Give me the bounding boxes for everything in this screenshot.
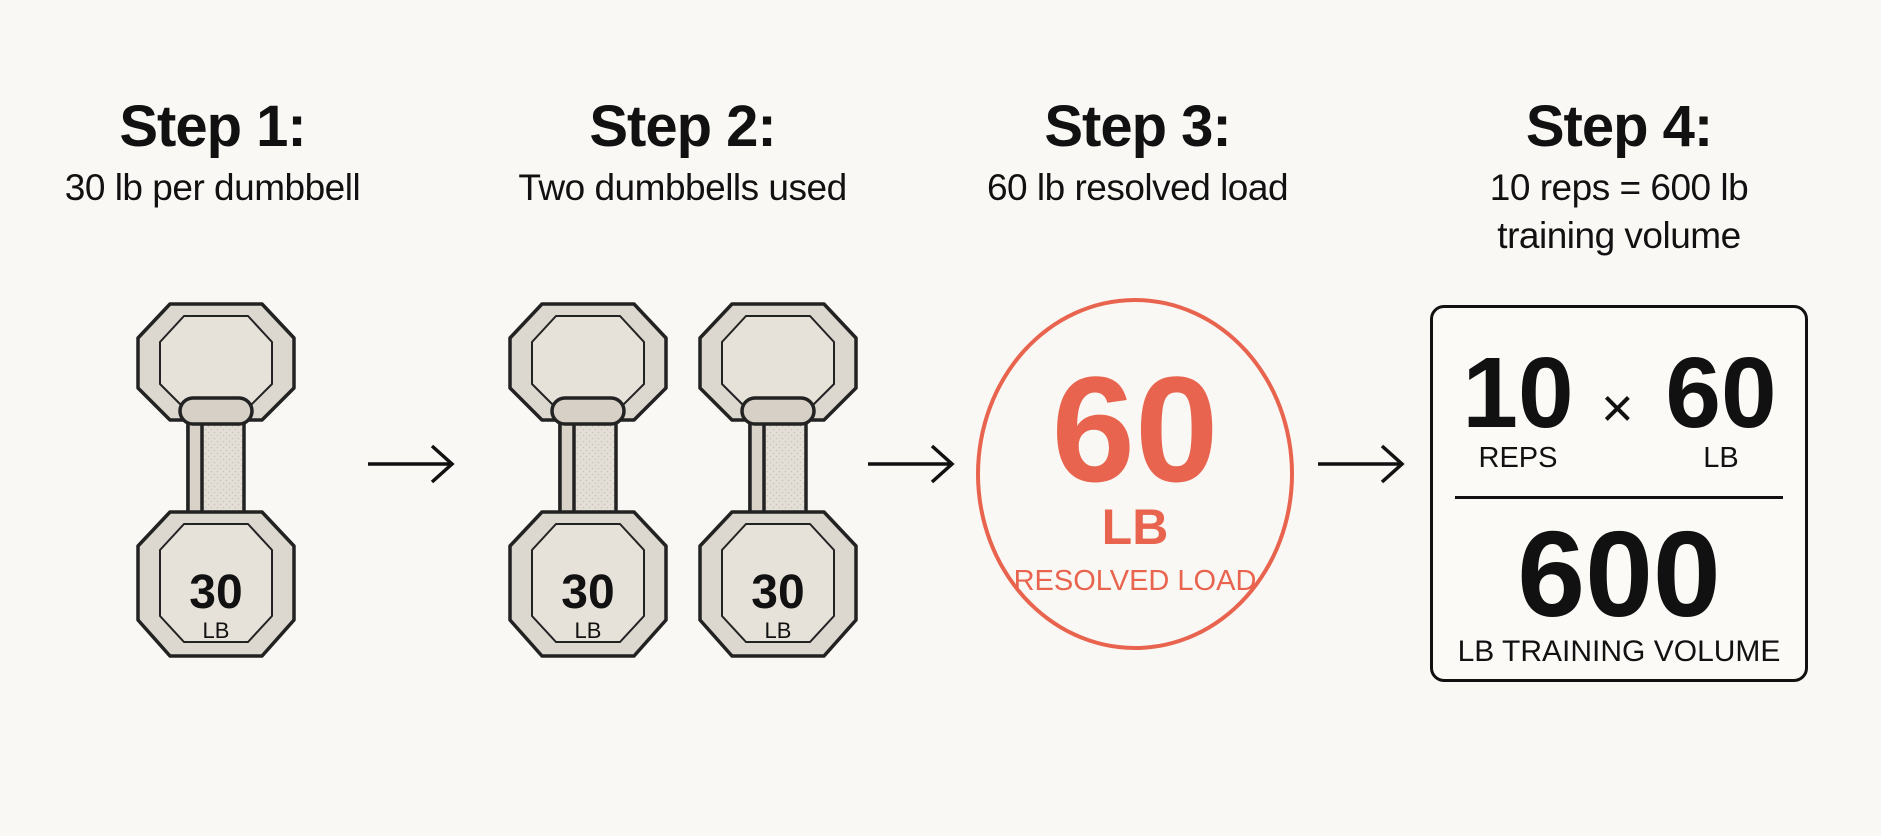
dumbbell-unit: LB xyxy=(765,618,792,643)
step-1-caption: 30 lb per dumbbell xyxy=(64,167,361,208)
right-arrow-icon xyxy=(1318,444,1405,484)
resolved-load-circle: 60 LB RESOLVED LOAD xyxy=(976,298,1294,650)
multiply-icon: × xyxy=(1601,376,1634,439)
step-1-title: Step 1: xyxy=(119,94,306,159)
step-3-caption: 60 lb resolved load xyxy=(986,167,1289,208)
resolved-load-value: 60 xyxy=(1051,345,1219,513)
resolved-load-label: RESOLVED LOAD xyxy=(1013,565,1257,597)
step-1-heading: Step 1: 30 lb per dumbbell xyxy=(40,95,385,213)
dumbbell-icon: 30 LB xyxy=(698,302,858,658)
reps-label: REPS xyxy=(1478,442,1558,474)
right-arrow-icon xyxy=(368,444,455,484)
step-3-heading: Step 3: 60 lb resolved load xyxy=(955,95,1320,213)
step-4-caption-line-1: 10 reps = 600 lb xyxy=(1489,167,1749,208)
total-volume-value: 600 xyxy=(1517,506,1721,642)
dumbbell-icon: 30 LB xyxy=(508,302,668,658)
total-volume-label: LB TRAINING VOLUME xyxy=(1457,635,1781,668)
right-arrow-icon xyxy=(868,444,955,484)
step-2-heading: Step 2: Two dumbbells used xyxy=(500,95,865,213)
dumbbell-unit: LB xyxy=(575,618,602,643)
step-4-title: Step 4: xyxy=(1525,94,1713,159)
dumbbell-weight: 30 xyxy=(189,566,242,619)
load-label: LB xyxy=(1703,442,1739,474)
dumbbell-weight: 30 xyxy=(751,566,804,619)
step-3-title: Step 3: xyxy=(1044,94,1231,159)
step-2-title: Step 2: xyxy=(589,94,776,159)
dumbbell-icon: 30 LB xyxy=(136,302,296,658)
step-4-caption: 10 reps = 600 lb training volume xyxy=(1430,163,1808,261)
training-volume-box: 10 REPS × 60 LB 600 LB TRAINING VOLUME xyxy=(1430,305,1808,682)
step-4-heading: Step 4: 10 reps = 600 lb training volume xyxy=(1430,95,1808,261)
divider xyxy=(1455,496,1783,499)
dumbbell-unit: LB xyxy=(203,618,230,643)
resolved-load-unit: LB xyxy=(1101,499,1169,555)
dumbbell-weight: 30 xyxy=(561,566,614,619)
step-4-caption-line-2: training volume xyxy=(1497,215,1741,256)
step-2-caption: Two dumbbells used xyxy=(518,167,847,208)
load-value: 60 xyxy=(1665,337,1777,449)
reps-value: 10 xyxy=(1462,337,1574,449)
